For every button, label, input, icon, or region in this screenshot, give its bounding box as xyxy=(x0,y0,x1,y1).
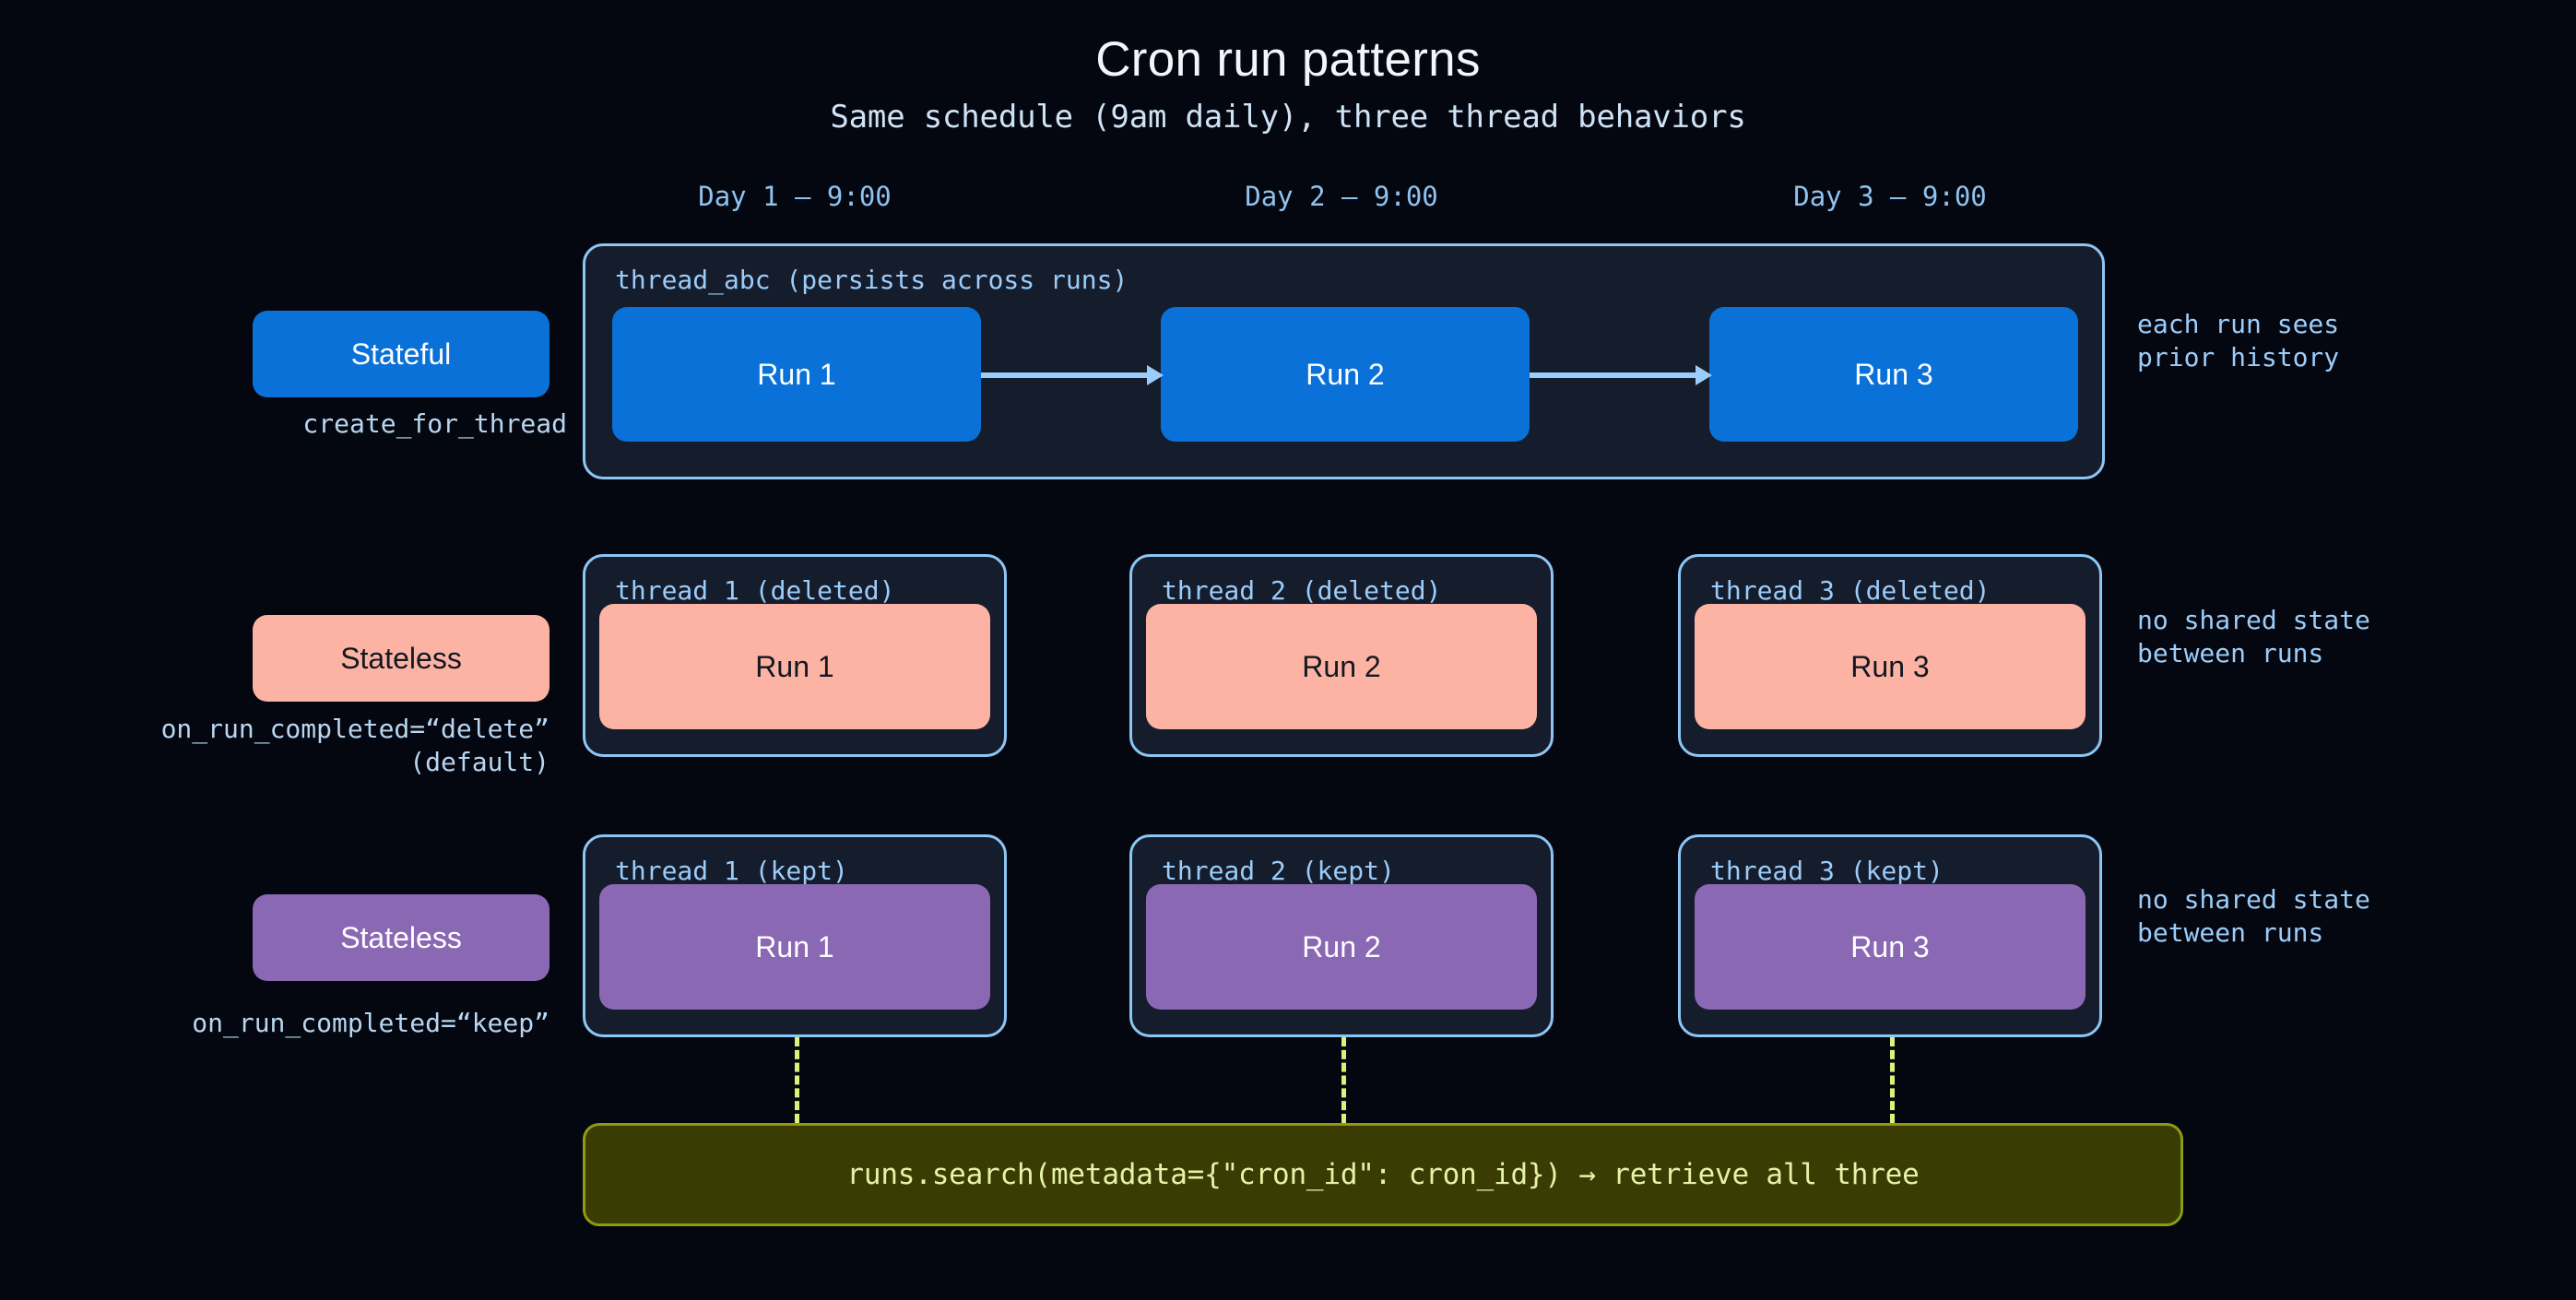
day-header-2: Day 2 — 9:00 xyxy=(1245,181,1438,212)
legend-pill-label: Stateful xyxy=(350,337,452,371)
side-note-stateful: each run sees prior history xyxy=(2137,309,2340,372)
run-box-stateful-3[interactable]: Run 3 xyxy=(1709,307,2078,442)
page-title: Cron run patterns xyxy=(1095,32,1481,87)
arrow-run2-to-run3 xyxy=(1530,365,1712,385)
thread-container-label: thread_3 (kept) xyxy=(1710,856,1944,886)
runs-search-bar[interactable]: runs.search(metadata={"cron_id": cron_id… xyxy=(583,1123,2183,1226)
thread-container-label: thread_1 (deleted) xyxy=(615,575,895,606)
runs-search-label: runs.search(metadata={"cron_id": cron_id… xyxy=(846,1158,1920,1191)
side-note-stateless-delete: no shared state between runs xyxy=(2137,605,2370,668)
run-box-label: Run 3 xyxy=(1850,929,1930,963)
legend-caption-stateful: create_for_thread xyxy=(302,408,567,439)
day-header-3: Day 3 — 9:00 xyxy=(1793,181,1987,212)
legend-pill-stateful[interactable]: Stateful xyxy=(253,311,549,397)
run-box-stateful-2[interactable]: Run 2 xyxy=(1161,307,1530,442)
page-subtitle: Same schedule (9am daily), three thread … xyxy=(830,99,1746,136)
run-box-label: Run 3 xyxy=(1854,357,1933,391)
dashed-connector-2 xyxy=(1341,1037,1346,1123)
run-box-kept-2[interactable]: Run 2 xyxy=(1146,884,1537,1010)
run-box-deleted-2[interactable]: Run 2 xyxy=(1146,604,1537,729)
run-box-label: Run 1 xyxy=(757,357,836,391)
thread-container-label: thread_1 (kept) xyxy=(615,856,848,886)
dashed-connector-1 xyxy=(795,1037,799,1123)
side-note-stateless-keep: no shared state between runs xyxy=(2137,884,2370,948)
thread-container-label: thread_3 (deleted) xyxy=(1710,575,1991,606)
run-box-label: Run 1 xyxy=(755,649,834,683)
run-box-label: Run 1 xyxy=(755,929,834,963)
legend-caption-stateless-keep: on_run_completed=“keep” xyxy=(192,1008,549,1038)
legend-pill-label: Stateless xyxy=(340,641,462,675)
thread-container-label: thread_2 (kept) xyxy=(1162,856,1395,886)
thread-container-label: thread_2 (deleted) xyxy=(1162,575,1442,606)
legend-pill-stateless-delete[interactable]: Stateless xyxy=(253,615,549,702)
run-box-deleted-3[interactable]: Run 3 xyxy=(1695,604,2086,729)
legend-pill-label: Stateless xyxy=(340,920,462,954)
legend-pill-stateless-keep[interactable]: Stateless xyxy=(253,894,549,981)
run-box-kept-3[interactable]: Run 3 xyxy=(1695,884,2086,1010)
run-box-deleted-1[interactable]: Run 1 xyxy=(599,604,990,729)
arrow-run1-to-run2 xyxy=(981,365,1164,385)
legend-caption-stateless-delete: on_run_completed=“delete” (default) xyxy=(160,714,549,777)
run-box-kept-1[interactable]: Run 1 xyxy=(599,884,990,1010)
run-box-label: Run 2 xyxy=(1302,929,1381,963)
dashed-connector-3 xyxy=(1890,1037,1895,1123)
run-box-label: Run 2 xyxy=(1306,357,1385,391)
run-box-stateful-1[interactable]: Run 1 xyxy=(612,307,981,442)
thread-container-label: thread_abc (persists across runs) xyxy=(615,265,1128,295)
run-box-label: Run 2 xyxy=(1302,649,1381,683)
run-box-label: Run 3 xyxy=(1850,649,1930,683)
day-header-1: Day 1 — 9:00 xyxy=(698,181,892,212)
